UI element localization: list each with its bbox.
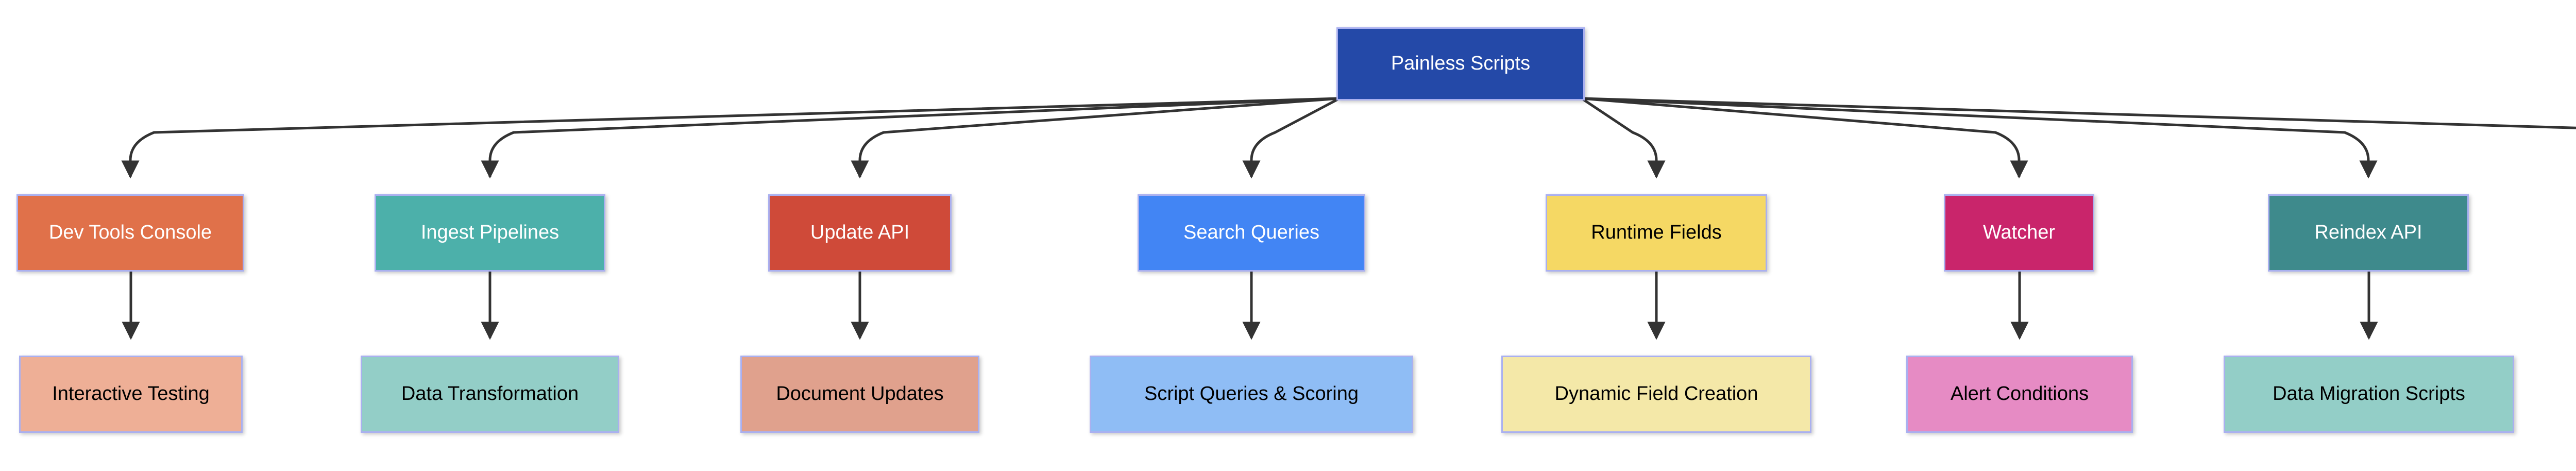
node-branch-label: Watcher: [1982, 222, 2056, 244]
node-leaf-label: Data Migration Scripts: [2273, 383, 2465, 405]
node-leaf-label: Script Queries & Scoring: [1144, 383, 1359, 405]
node-branch[interactable]: Update API: [768, 194, 952, 272]
node-branch[interactable]: Reindex API: [2268, 194, 2469, 272]
leaf-edges: [122, 272, 2378, 340]
edge-root-to-branch: [1581, 97, 1666, 179]
node-leaf[interactable]: Dynamic Field Creation: [1501, 356, 1811, 433]
node-branch-label: Runtime Fields: [1591, 222, 1722, 244]
edge-root-to-branch: [851, 97, 1340, 179]
node-branch-label: Reindex API: [2314, 222, 2422, 244]
edge-root-to-branch: [1581, 97, 2378, 179]
node-root-label: Painless Scripts: [1391, 53, 1531, 75]
node-branch[interactable]: Runtime Fields: [1546, 194, 1767, 272]
node-leaf-label: Document Updates: [776, 383, 944, 405]
node-branch-label: Ingest Pipelines: [420, 222, 560, 244]
node-branch-label: Dev Tools Console: [48, 222, 212, 244]
node-branch[interactable]: Dev Tools Console: [16, 194, 244, 272]
node-leaf-label: Data Transformation: [401, 383, 579, 405]
root-edges: [121, 97, 2576, 179]
node-branch-label: Search Queries: [1183, 222, 1319, 244]
node-branch-label: Update API: [810, 222, 910, 244]
node-leaf-label: Alert Conditions: [1950, 383, 2089, 405]
node-root[interactable]: Painless Scripts: [1336, 27, 1585, 100]
node-leaf[interactable]: Script Queries & Scoring: [1090, 356, 1413, 433]
edge-root-to-branch: [121, 97, 1340, 179]
node-branch[interactable]: Watcher: [1944, 194, 2094, 272]
node-leaf[interactable]: Interactive Testing: [19, 356, 243, 433]
edge-root-to-branch: [481, 97, 1340, 179]
node-leaf[interactable]: Document Updates: [740, 356, 979, 433]
edge-root-to-branch: [1581, 97, 2028, 179]
node-leaf[interactable]: Alert Conditions: [1906, 356, 2133, 433]
node-branch[interactable]: Ingest Pipelines: [375, 194, 605, 272]
edge-root-to-branch: [1581, 97, 2576, 129]
node-branch[interactable]: Search Queries: [1138, 194, 1365, 272]
node-leaf[interactable]: Data Migration Scripts: [2224, 356, 2514, 433]
edge-root-to-branch: [1242, 97, 1341, 179]
node-leaf-label: Dynamic Field Creation: [1554, 383, 1758, 405]
node-leaf-label: Interactive Testing: [52, 383, 210, 405]
node-leaf[interactable]: Data Transformation: [361, 356, 619, 433]
